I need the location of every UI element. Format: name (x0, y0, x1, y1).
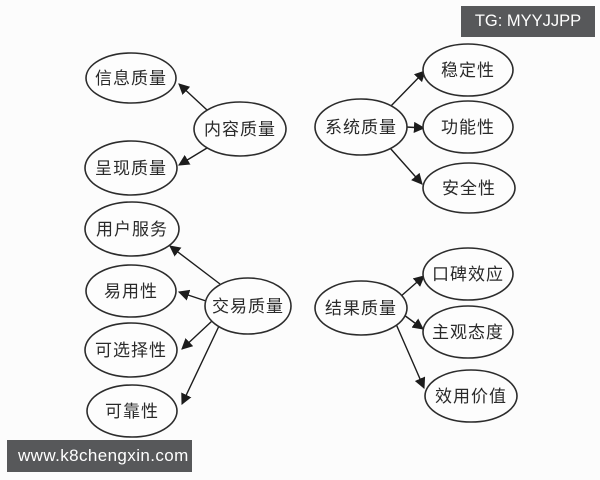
node-selectability-label: 可选择性 (95, 341, 167, 361)
node-user-service: 用户服务 (84, 201, 180, 257)
node-information-quality: 信息质量 (85, 52, 177, 104)
node-word-of-mouth-effect-label: 口碑效应 (432, 265, 504, 285)
node-outcome-quality-label: 结果质量 (325, 299, 397, 319)
node-functionality-label: 功能性 (441, 118, 495, 138)
arrow-transaction-to-usability (177, 289, 207, 302)
arrows (169, 70, 426, 406)
arrow-outcome-to-word-of-mouth (399, 275, 425, 298)
node-subjective-attitude-label: 主观态度 (432, 323, 504, 343)
node-system-quality-label: 系统质量 (325, 118, 397, 138)
watermark-website-banner: www.k8chengxin.com (7, 440, 192, 472)
node-content-quality: 内容质量 (193, 101, 287, 157)
node-outcome-quality: 结果质量 (314, 280, 408, 336)
arrow-outcome-to-subjective (403, 314, 424, 330)
node-usability: 易用性 (85, 264, 177, 318)
arrow-system-to-stability (388, 70, 426, 109)
watermark-website-text: www.k8chengxin.com (18, 446, 189, 465)
node-presentation-quality-label: 呈现质量 (95, 159, 167, 179)
node-system-quality: 系统质量 (314, 98, 408, 156)
node-stability: 稳定性 (422, 43, 514, 97)
arrow-system-to-security (389, 147, 423, 185)
node-utility-value-label: 效用价值 (435, 387, 507, 407)
arrow-content-to-information (178, 83, 208, 111)
node-user-service-label: 用户服务 (96, 220, 168, 240)
node-subjective-attitude: 主观态度 (422, 305, 514, 359)
node-reliability: 可靠性 (86, 384, 178, 438)
nodes: 信息质量 呈现质量 内容质量 系统质量 稳定性 功能性 (84, 43, 518, 438)
arrow-transaction-to-reliability (181, 325, 220, 406)
arrow-transaction-to-selectability (181, 320, 213, 350)
node-usability-label: 易用性 (104, 282, 158, 302)
arrow-content-to-presentation (178, 147, 208, 166)
node-reliability-label: 可靠性 (105, 402, 159, 422)
arrow-system-to-functionality (405, 121, 426, 134)
node-content-quality-label: 内容质量 (204, 120, 276, 140)
watermark-telegram-text: TG: MYYJJPP (474, 12, 582, 30)
node-transaction-quality-label: 交易质量 (212, 297, 284, 317)
node-functionality: 功能性 (422, 100, 514, 154)
node-presentation-quality: 呈现质量 (84, 140, 178, 196)
watermark-telegram-banner: TG: MYYJJPP (461, 6, 595, 37)
node-security-label: 安全性 (442, 179, 496, 199)
node-stability-label: 稳定性 (441, 61, 495, 81)
node-utility-value: 效用价值 (424, 369, 518, 423)
node-information-quality-label: 信息质量 (95, 69, 167, 89)
arrow-transaction-to-user-service (169, 245, 221, 285)
node-selectability: 可选择性 (84, 322, 178, 378)
arrow-outcome-to-utility (395, 323, 426, 390)
node-transaction-quality: 交易质量 (204, 277, 292, 335)
node-security: 安全性 (422, 162, 516, 214)
node-word-of-mouth-effect: 口碑效应 (422, 247, 514, 301)
